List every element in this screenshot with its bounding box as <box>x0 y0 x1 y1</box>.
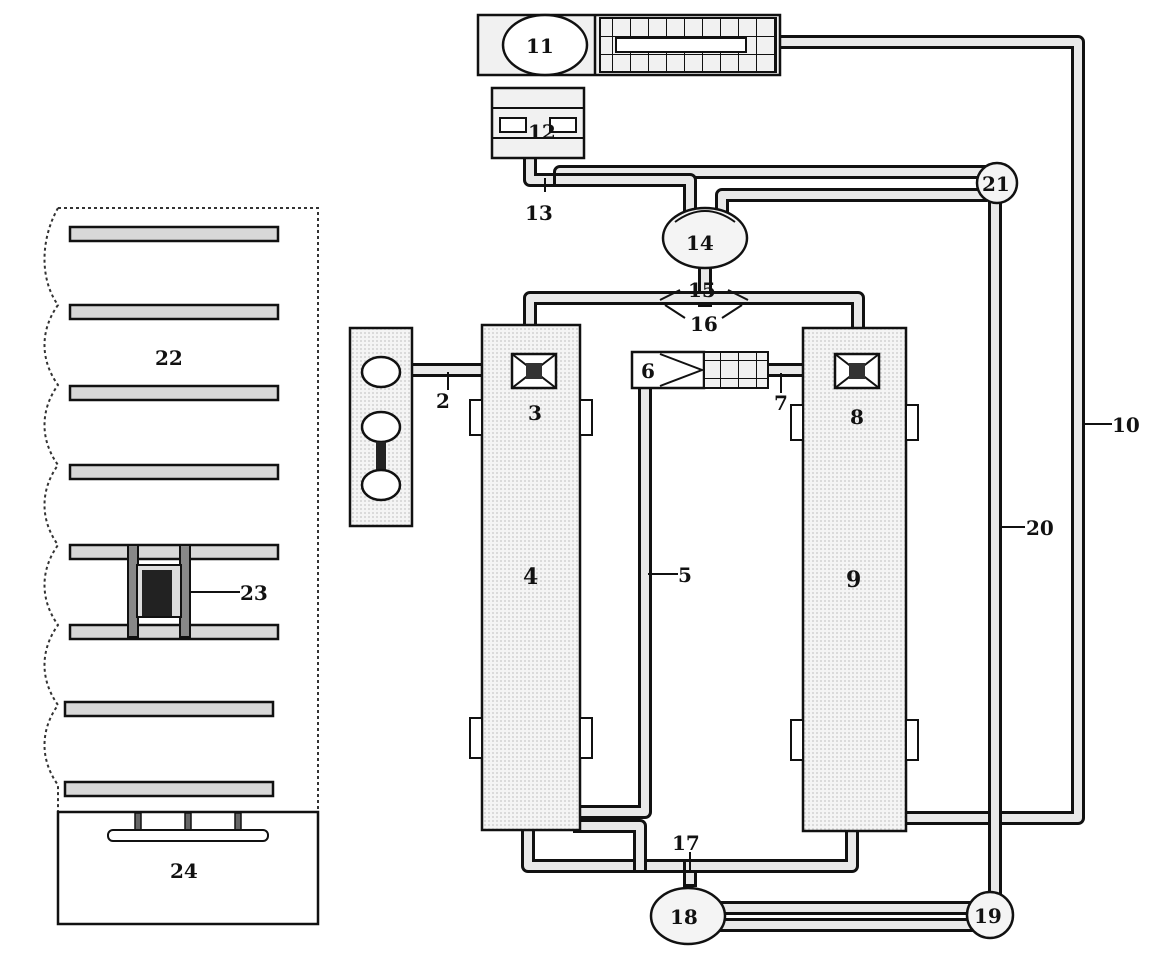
shelf-bar-2 <box>68 303 280 321</box>
panel-22: 22 23 24 <box>43 207 320 926</box>
pump-14 <box>661 206 749 270</box>
label-12: 12 <box>528 120 556 144</box>
label-22: 22 <box>155 346 183 370</box>
valve-16 <box>664 304 743 319</box>
label-2: 2 <box>436 389 450 413</box>
label-10: 10 <box>1112 413 1140 437</box>
device-2-source <box>348 326 414 528</box>
label-18: 18 <box>670 905 698 929</box>
label-8: 8 <box>850 405 864 429</box>
label-20: 20 <box>1026 516 1054 540</box>
label-5: 5 <box>678 563 692 587</box>
pump-18 <box>649 886 727 946</box>
label-23: 23 <box>240 581 268 605</box>
label-3: 3 <box>528 401 542 425</box>
label-24: 24 <box>170 859 198 883</box>
label-13: 13 <box>525 201 553 225</box>
shelf-bar-7 <box>63 700 275 718</box>
label-17: 17 <box>672 831 700 855</box>
label-6: 6 <box>641 359 655 383</box>
label-19: 19 <box>974 904 1002 928</box>
label-7: 7 <box>774 391 788 415</box>
label-15: 15 <box>688 278 716 302</box>
shelf-bar-6 <box>68 623 280 641</box>
base-24 <box>56 810 320 926</box>
carriage-23 <box>127 544 240 638</box>
label-11: 11 <box>526 34 554 58</box>
label-21: 21 <box>982 172 1010 196</box>
fan-3 <box>510 352 558 390</box>
label-9: 9 <box>846 567 861 593</box>
unit-11-grid <box>599 17 777 73</box>
heater-6 <box>630 350 769 390</box>
column-4 <box>469 323 593 832</box>
pipe-network <box>405 35 1085 932</box>
label-16: 16 <box>690 312 718 336</box>
valve-15 <box>659 289 749 301</box>
shelf-bar-3 <box>68 384 280 402</box>
valve-19 <box>965 890 1015 940</box>
unit-11 <box>476 13 782 77</box>
column-9 <box>790 326 919 833</box>
shelf-bar-5 <box>68 543 280 561</box>
label-4: 4 <box>523 564 538 590</box>
shelf-bar-8 <box>63 780 275 798</box>
shelf-bar-1 <box>68 225 280 243</box>
label-14: 14 <box>686 231 714 255</box>
shelf-bar-4 <box>68 463 280 481</box>
valve-21 <box>975 161 1019 205</box>
panel-22-outline <box>43 207 319 812</box>
unit-12 <box>490 86 586 160</box>
fan-8 <box>833 352 881 390</box>
